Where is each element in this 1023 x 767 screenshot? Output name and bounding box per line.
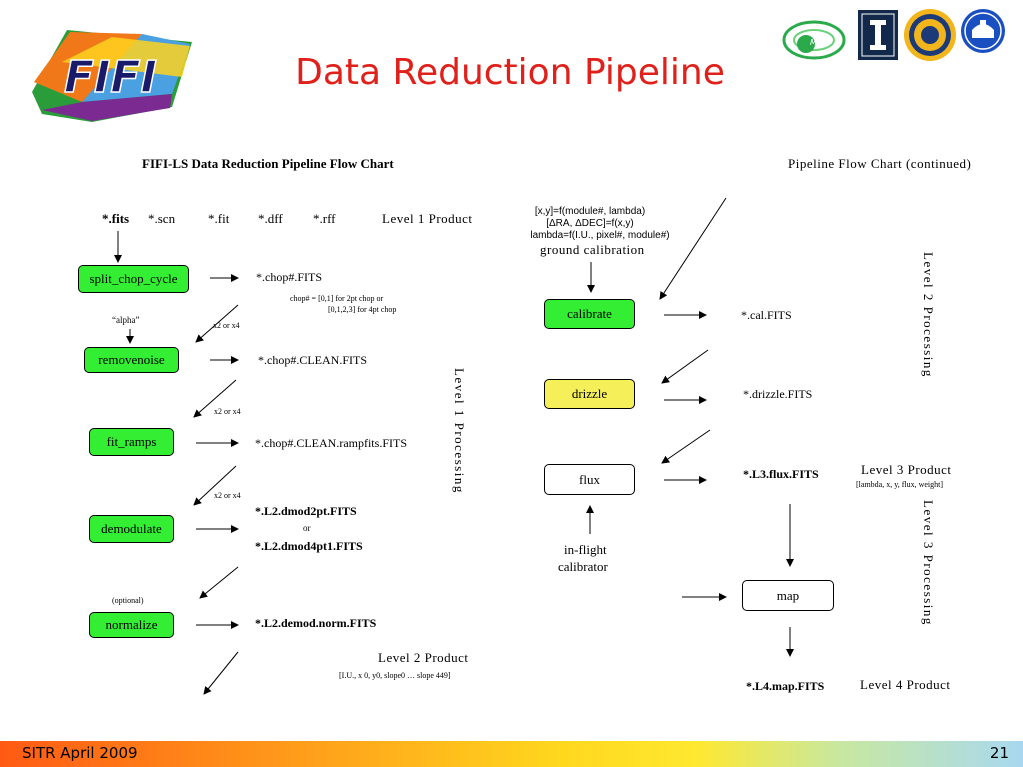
level2-product-label: Level 2 Product (378, 650, 469, 665)
output-rampfits: *.chop#.CLEAN.rampfits.FITS (255, 436, 407, 450)
step-map: map (742, 580, 834, 611)
svg-text:FIFI: FIFI (64, 52, 157, 103)
x2x4-label-1: x2 or x4 (213, 321, 240, 330)
calibration-eq-2: [ΔRA, ΔDEC]=f(x,y) (546, 218, 634, 229)
optional-label: (optional) (112, 596, 144, 605)
output-clean: *.chop#.CLEAN.FITS (258, 353, 367, 367)
output-chop: *.chop#.FITS (256, 270, 322, 284)
x2x4-label-2: x2 or x4 (214, 407, 241, 416)
page-number: 21 (989, 744, 1009, 762)
arrow-diag-2 (193, 379, 237, 418)
input-rff: *.rff (313, 211, 336, 226)
calibration-eq-3: lambda=f(I.U., pixel#, module#) (530, 230, 670, 241)
right-chart-heading: Pipeline Flow Chart (continued) (788, 156, 972, 171)
university-seal-logo (903, 8, 957, 62)
level2-product-note: [I.U., x 0, y0, slope0 … slope 449] (339, 671, 451, 680)
left-chart-heading: FIFI-LS Data Reduction Pipeline Flow Cha… (142, 156, 394, 171)
output-flux: *.L3.flux.FITS (743, 467, 819, 481)
arrow-diag-5 (203, 651, 239, 695)
output-cal: *.cal.FITS (741, 308, 792, 322)
input-fits: *.fits (102, 211, 130, 226)
arrow-diag-1 (195, 304, 239, 343)
chop-note-line1: chop# = [0,1] for 2pt chop or (290, 294, 384, 303)
step-removenoise: removenoise (84, 347, 179, 373)
step-calibrate: calibrate (544, 299, 635, 329)
alpha-label: “alpha” (112, 315, 140, 325)
step-drizzle: drizzle (544, 379, 635, 409)
svg-text:MPE: MPE (810, 38, 828, 47)
ground-calibration-label: ground calibration (540, 242, 645, 257)
chop-note-line2: [0,1,2,3] for 4pt chop (328, 305, 397, 314)
arrow-diag-r1 (661, 349, 709, 384)
mpe-logo: MPE (780, 12, 848, 67)
output-map: *.L4.map.FITS (746, 679, 825, 693)
calibrator-label: calibrator (558, 559, 608, 574)
step-normalize: normalize (89, 612, 174, 638)
output-dmod4pt1: *.L2.dmod4pt1.FITS (255, 539, 363, 553)
level3-processing-label: Level 3 Processing (921, 500, 936, 626)
level1-processing-label: Level 1 Processing (452, 368, 467, 494)
arrow-diag-4 (199, 566, 239, 599)
inflight-label: in-flight (564, 542, 607, 557)
slide-title: Data Reduction Pipeline (295, 52, 725, 93)
output-or: or (303, 523, 311, 533)
step-fit-ramps: fit_ramps (89, 428, 174, 456)
level3-product-note: [lambda, x, y, flux, weight] (856, 480, 944, 489)
output-norm: *.L2.demod.norm.FITS (255, 616, 377, 630)
footer-bar (0, 741, 1023, 767)
input-scn: *.scn (148, 211, 176, 226)
arrow-diag-r2 (661, 429, 711, 464)
level1-product-label: Level 1 Product (382, 211, 473, 226)
x2x4-label-3: x2 or x4 (214, 491, 241, 500)
output-drizzle: *.drizzle.FITS (743, 387, 813, 401)
illinois-logo (858, 10, 898, 60)
footer-date: SITR April 2009 (22, 744, 138, 762)
level4-product-label: Level 4 Product (860, 677, 951, 692)
level2-processing-label: Level 2 Processing (921, 252, 936, 378)
input-fit: *.fit (208, 211, 230, 226)
step-split-chop-cycle: split_chop_cycle (78, 265, 189, 293)
arrow-diag-3 (193, 465, 237, 506)
step-flux: flux (544, 464, 635, 495)
level3-product-label: Level 3 Product (861, 462, 952, 477)
calibration-eq-1: [x,y]=f(module#, lambda) (534, 206, 646, 217)
step-demodulate: demodulate (89, 515, 174, 543)
arrow-continued (659, 197, 727, 300)
fifi-ls-logo: FIFI (22, 22, 197, 122)
input-dff: *.dff (258, 211, 283, 226)
output-dmod2pt: *.L2.dmod2pt.FITS (255, 504, 357, 518)
observatory-logo (960, 8, 1006, 54)
